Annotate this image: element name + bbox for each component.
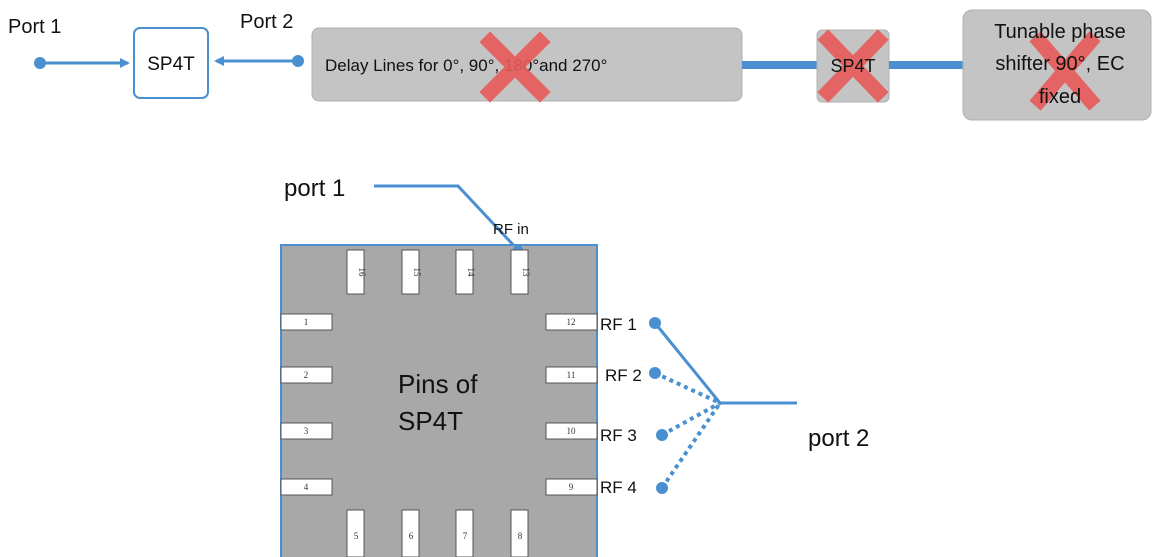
pin-16	[346, 249, 365, 295]
sp4t-chip	[280, 244, 598, 557]
pin-15	[401, 249, 420, 295]
rf1-label: RF 1	[600, 315, 637, 334]
rf3-connection	[661, 401, 721, 437]
phase-shifter-cross-icon	[1029, 31, 1101, 111]
phase-shifter-line-2: shifter 90°, EC	[995, 53, 1124, 75]
delay-lines-cross-icon	[479, 31, 551, 103]
pin-7-label: 7	[463, 531, 468, 541]
rf-in-label: RF in	[493, 221, 529, 238]
pin-11-label: 11	[567, 370, 576, 380]
rf1-connection	[653, 322, 722, 404]
bottom-pins: 5 6 7 8	[346, 509, 529, 557]
top-pins: 16 15 14 13	[346, 249, 531, 295]
rf3-label: RF 3	[600, 426, 637, 445]
rf4-label: RF 4	[600, 478, 637, 497]
pin-4	[280, 478, 333, 496]
pin-2	[280, 366, 333, 384]
pin-5	[346, 509, 365, 557]
sp4t-label: SP4T	[147, 54, 195, 75]
pin-2-label: 2	[304, 370, 309, 380]
pin-13	[510, 249, 529, 295]
pin-12-label: 12	[567, 317, 576, 327]
pin-16-label: 16	[357, 268, 367, 278]
rf2-label: RF 2	[605, 366, 642, 385]
bottom-port2-label: port 2	[808, 425, 869, 452]
pin-7	[455, 509, 474, 557]
rf4-connection	[660, 401, 722, 490]
pin-12	[545, 313, 598, 331]
pin-8-label: 8	[518, 531, 523, 541]
pin-9-label: 9	[569, 482, 574, 492]
pin-1	[280, 313, 333, 331]
second-sp4t-cross-icon	[817, 29, 889, 103]
pin-14	[455, 249, 474, 295]
pin-9	[545, 478, 598, 496]
pin-5-label: 5	[354, 531, 359, 541]
rf2-connection	[654, 371, 721, 405]
port2-label: Port 2	[240, 11, 293, 33]
pin-10	[545, 422, 598, 440]
second-sp4t-label: SP4T	[830, 56, 875, 76]
pin-1-label: 1	[304, 317, 309, 327]
pin-4-label: 4	[304, 482, 309, 492]
sp4t-box	[133, 27, 209, 99]
pin-3-label: 3	[304, 426, 309, 436]
port1-label: Port 1	[8, 16, 61, 38]
pin-14-label: 14	[466, 268, 476, 278]
chip-label-line-2: SP4T	[398, 406, 463, 436]
pin-6	[401, 509, 420, 557]
right-pins: 12 11 10 9	[545, 313, 598, 496]
phase-shifter-line-1: Tunable phase	[994, 21, 1126, 43]
pin-10-label: 10	[567, 426, 577, 436]
pin-11	[545, 366, 598, 384]
phase-shifter-line-3: fixed	[1039, 86, 1081, 108]
pin-15-label: 15	[412, 268, 422, 278]
pin-13-label: 13	[521, 268, 531, 278]
delay-lines-label: Delay Lines for 0°, 90°, 180°and 270°	[325, 56, 607, 75]
pin-6-label: 6	[409, 531, 414, 541]
pin-8	[510, 509, 529, 557]
pin-3	[280, 422, 333, 440]
left-pins: 1 2 3 4	[280, 313, 333, 496]
chip-label-line-1: Pins of	[398, 369, 478, 399]
bottom-port1-label: port 1	[284, 175, 345, 202]
port1-connector	[374, 184, 520, 252]
